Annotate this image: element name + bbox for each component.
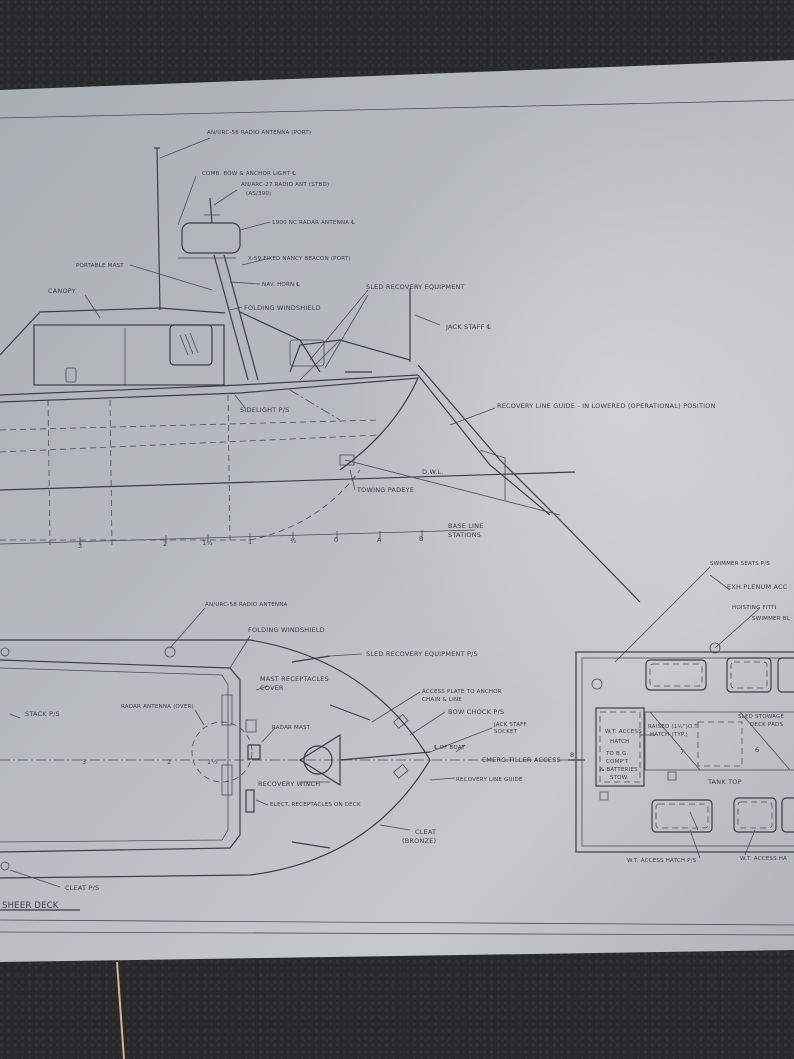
label-plan-sled-recovery: SLED RECOVERY EQUIPMENT P/S (366, 650, 478, 658)
label-recovery-line-guide: RECOVERY LINE GUIDE - IN LOWERED (OPERAT… (497, 402, 716, 410)
label-raised-hatch: RAISED (1½")O.T. (648, 723, 699, 730)
label-radar-antenna: 1900 NC RADAR ANTENNA ℄ (272, 219, 355, 226)
label-batteries: & BATTERIES (600, 767, 638, 773)
label-wt-access-hatch: HATCH (610, 739, 630, 745)
deck-plan-view: SWIMMER SEATS P/S EXH.PLENUM ACC HOISTIN… (568, 561, 794, 864)
label-folding-windshield: FOLDING WINDSHIELD (244, 304, 321, 312)
label-hoisting-fitting: HOISTING FITTI (732, 605, 777, 611)
label-bow-anchor-light: COMB. BOW & ANCHOR LIGHT ℄ (202, 170, 296, 177)
label-jack-staff-socket-2: SOCKET (494, 729, 518, 735)
label-mast-receptacles: MAST RECEPTACLES (260, 675, 329, 683)
label-emerg-tiller: EMERG.TILLER ACCESS (482, 756, 561, 764)
label-deck-pads: DECK PADS (750, 722, 783, 728)
label-recovery-winch: RECOVERY WINCH (258, 780, 320, 788)
label-base-line: BASE LINE (448, 522, 484, 530)
label-sheer-deck: SHEER DECK (2, 901, 59, 911)
label-num-6: 6 (755, 746, 759, 754)
label-wt-access-ha: W.T. ACCESS HA (740, 856, 787, 862)
label-to-bg: TO B.G. (605, 751, 628, 757)
label-num-8: 8 (570, 751, 574, 759)
label-sled-stowage: SLED STOWAGE (738, 714, 784, 720)
station-1h: 1½ (202, 539, 213, 547)
label-stow: STOW. (610, 775, 629, 781)
label-radar-antenna-over: RADAR ANTENNA (OVER) (121, 704, 194, 710)
station-1: 1 (248, 538, 252, 546)
label-radar-mast: RADAR MAST (272, 725, 311, 731)
label-access-plate-2: CHAIN & LINE (422, 697, 462, 703)
label-radio-antenna-port: AN/URC-58 RADIO ANTENNA (PORT) (207, 130, 311, 136)
label-bow-chock: BOW CHOCK P/S (448, 708, 504, 716)
label-wt-access: W.T. ACCESS (605, 729, 642, 735)
label-canopy: CANOPY (48, 287, 76, 295)
plan-view: AN/URC-58 RADIO ANTENNA FOLDING WINDSHIE… (0, 602, 570, 911)
label-nav-horn: NAV. HORN ℄ (262, 281, 300, 288)
label-radio-ant-stbd: AN/ARC-27 RADIO ANT (STBD) (241, 182, 329, 188)
station-b: B (419, 535, 424, 543)
label-wt-access-ps: W.T. ACCESS HATCH P/S (627, 858, 697, 864)
label-exh-plenum: EXH.PLENUM ACC (727, 583, 788, 591)
label-num-7: 7 (680, 748, 684, 756)
profile-view: AN/URC-58 RADIO ANTENNA (PORT) COMB. BOW… (0, 130, 716, 603)
label-sled-recovery: SLED RECOVERY EQUIPMENT (366, 283, 465, 291)
station-a: A (377, 536, 382, 544)
label-cleat: CLEAT (415, 828, 436, 836)
label-nancy-beacon: X-59 FIXED NANCY BEACON (PORT) (248, 256, 351, 262)
label-cleat-ps: CLEAT P/S (65, 884, 99, 892)
label-stack: STACK P/S (25, 710, 60, 718)
label-plan-radio-antenna: AN/URC-58 RADIO ANTENNA (205, 602, 288, 608)
station-half: ½ (290, 537, 297, 545)
label-portable-mast: PORTABLE MAST (76, 263, 124, 269)
label-plan-recovery-line-guide: RECOVERY LINE GUIDE (456, 777, 523, 783)
label-elect-receptacles: ELECT. RECEPTACLES ON DECK (270, 802, 361, 808)
label-tank-top: TANK TOP (707, 778, 742, 786)
label-access-plate: ACCESS PLATE TO ANCHOR (422, 689, 502, 695)
label-cl-boat: ℄ OF BOAT (434, 744, 465, 751)
label-radio-ant-stbd-2: (AS/390) (246, 191, 272, 197)
label-swimmer-seats: SWIMMER SEATS P/S (710, 561, 770, 567)
label-bronze: (BRONZE) (402, 837, 436, 845)
plan-station-3: 3 (82, 758, 86, 766)
label-plan-folding-windshield: FOLDING WINDSHIELD (248, 626, 325, 634)
station-3: 3 (78, 542, 82, 550)
label-cover: COVER (260, 684, 284, 692)
plan-station-1h: 1½ (207, 758, 218, 766)
label-sidelight: SIDELIGHT P/S (240, 406, 290, 414)
label-jack-staff: JACK STAFF ℄ (445, 323, 492, 331)
station-2: 2 (163, 540, 167, 548)
label-towing-padeye: TOWING PADEYE (356, 486, 414, 494)
label-jack-staff-socket: JACK STAFF (493, 722, 527, 728)
label-dwl: D.W.L. (422, 468, 444, 476)
label-raised-hatch-2: HATCH (TYP.) (650, 732, 688, 738)
label-compt: COMP'T (606, 759, 629, 765)
plan-station-2: 2 (167, 758, 171, 766)
label-stations: STATIONS (448, 531, 481, 539)
label-swimmer-bl: SWIMMER BL (752, 616, 791, 622)
station-0: 0 (334, 536, 338, 544)
